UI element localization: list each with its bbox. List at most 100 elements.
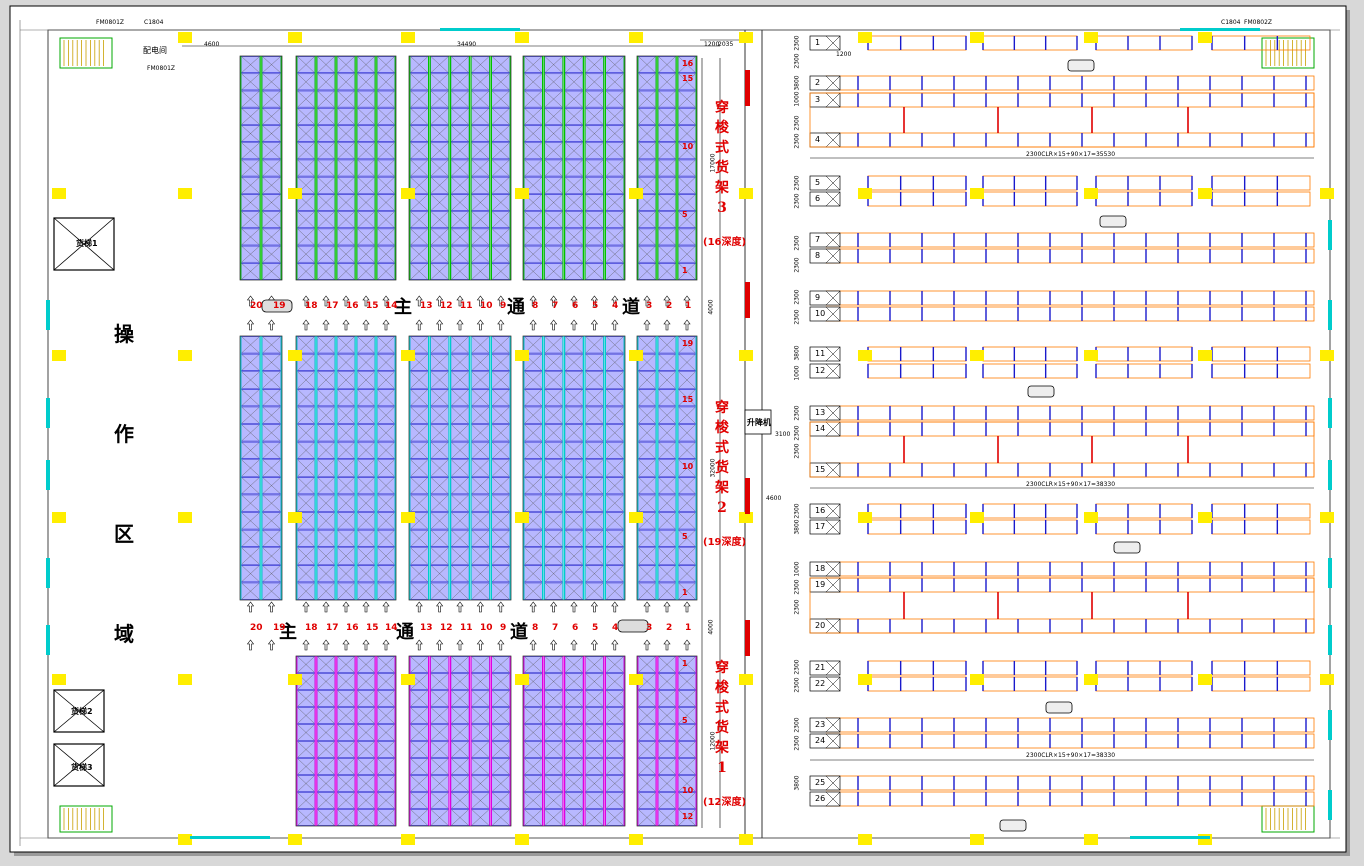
rack1-cell [470,809,490,826]
shuttle-arrow [643,319,651,331]
rack2-cell [584,353,604,372]
rack2-cell [491,459,511,477]
level-marks-item: 16 [682,59,694,68]
chan-top-item: 6 [572,301,579,311]
rack2-cell [261,476,282,495]
rack2-cell [523,582,543,600]
rack1-cell [356,673,376,690]
window [1328,300,1332,330]
rack3-cell [336,90,356,108]
rack1-cell [356,690,376,707]
rack2-cell [450,547,470,565]
window [1130,836,1210,839]
dim-top-right2: 2035 [718,41,734,48]
rack2-cell [470,371,490,389]
rack3-cell [657,125,677,142]
rack1-frame [408,655,512,827]
rack2-cell [523,564,543,583]
rack2-cell [491,388,511,407]
rack1-cell [430,707,450,724]
rack2-cell [584,424,604,442]
rack3-cell [637,107,657,125]
rack1-cell [605,707,625,724]
rack2-cell [584,529,604,547]
shuttle-arrow [590,601,598,613]
rack1-cell [450,690,470,707]
rack3-cell [450,211,470,229]
chan-top-item: 10 [480,301,493,311]
shuttle-cart [617,619,649,633]
rack2-cell [637,424,657,442]
rack2-cell [356,424,376,442]
rack2-cell [605,459,625,477]
structural-column [52,674,66,685]
rack2-cell [376,371,396,389]
rack3-cell [637,159,657,177]
shuttle-arrow [322,639,330,651]
rack3-cell [316,194,336,211]
rack2-cell [450,529,470,547]
rack3-cell [261,245,282,263]
rack3-cell [564,245,584,263]
rack3-cell [523,125,543,142]
rack3-cell [336,194,356,211]
rack3-cell [409,228,429,246]
rack1-cell [316,707,336,724]
rack2-cell [470,582,490,600]
dim-rack1: 12000 [709,731,717,751]
rack3-cell [261,211,282,229]
shuttle-arrow [663,601,671,613]
rack2-cell [491,512,511,530]
rack2-cell [336,441,356,460]
rack2-cell [523,494,543,512]
chan-bot-item: 19 [273,623,286,633]
rack3-cell [584,159,604,177]
rack1-cell [470,673,490,690]
rack3-cell [637,90,657,108]
rack1-cell [677,673,697,690]
shuttle-arrow [267,639,276,651]
rack2-cell [491,529,511,547]
rack3-cell [564,125,584,142]
shuttle-arrow [382,319,390,331]
right-dims-item: 2300 [793,133,801,149]
rack2-cell [677,441,697,460]
rack2-cell [316,529,336,547]
rack2-cell [409,582,429,600]
rack1-cell [376,724,396,741]
shuttle-arrow [590,319,598,331]
rack2-cell [544,388,564,407]
rack1-cell [376,758,396,775]
row-label-box [809,346,841,362]
shuttle-arrow [497,601,505,613]
rack2-cell [376,388,396,407]
row-label-cross [825,577,841,593]
rack3-cell [240,125,261,142]
structural-column [1198,32,1212,43]
right-dims-item: 2300 [793,443,801,459]
structural-column [401,32,415,43]
rack3-cell [491,107,511,125]
rack2-cell [544,547,564,565]
structural-column [970,32,984,43]
rack2-cell [564,529,584,547]
rack2-cell [657,564,677,583]
structural-column [515,834,529,845]
rack2-cell [544,336,564,354]
rack1-cell [605,775,625,792]
rack3-cell [261,194,282,211]
rack3-cell [450,194,470,211]
rack2-frame [522,335,626,601]
rack2-cell [523,547,543,565]
rack2-cell [450,494,470,512]
structural-column [970,188,984,199]
rack2-cell [336,424,356,442]
rack3-cell [544,90,564,108]
shuttle-arrow [683,295,691,307]
rack2-cell [450,353,470,372]
rack1-cell [356,758,376,775]
rack2-cell [677,512,697,530]
rack3-cell [657,228,677,246]
